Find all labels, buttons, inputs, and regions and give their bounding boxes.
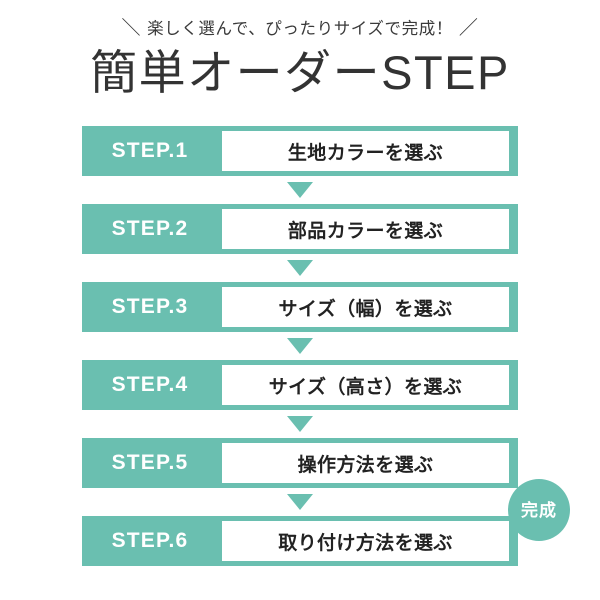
step-text-panel: 取り付け方法を選ぶ xyxy=(222,521,509,561)
header: ＼ 楽しく選んで、ぴったりサイズで完成！ ／ 簡単オーダーSTEP xyxy=(0,18,600,100)
step-row[interactable]: STEP.2 部品カラーを選ぶ xyxy=(82,204,518,254)
step-block-4: STEP.4 サイズ（高さ）を選ぶ xyxy=(82,360,518,410)
step-number-label: STEP.3 xyxy=(111,295,189,318)
page-title: 簡単オーダーSTEP xyxy=(90,46,510,99)
step-list: STEP.1 生地カラーを選ぶ STEP.2 部品カラーを選ぶ ST xyxy=(82,126,570,566)
step-description: 部品カラーを選ぶ xyxy=(287,220,444,242)
connector-1-2 xyxy=(82,176,518,204)
step-description: 操作方法を選ぶ xyxy=(297,454,434,476)
step-number-label: STEP.1 xyxy=(111,139,189,162)
step-text-panel: サイズ（高さ）を選ぶ xyxy=(222,365,509,405)
connector-5-6 xyxy=(82,488,518,516)
step-description: サイズ（幅）を選ぶ xyxy=(278,298,453,320)
slash-left-decoration: ＼ xyxy=(121,17,142,39)
step-text-panel: サイズ（幅）を選ぶ xyxy=(222,287,509,327)
step-row[interactable]: STEP.5 操作方法を選ぶ xyxy=(82,438,518,488)
step-block-5: STEP.5 操作方法を選ぶ xyxy=(82,438,518,488)
arrow-down-icon xyxy=(287,416,313,432)
step-text-panel: 操作方法を選ぶ xyxy=(222,443,509,483)
arrow-down-icon xyxy=(287,338,313,354)
complete-badge: 完成 xyxy=(508,479,570,541)
step-block-6: 完成 STEP.6 取り付け方法を選ぶ xyxy=(82,479,570,566)
step-row[interactable]: STEP.3 サイズ（幅）を選ぶ xyxy=(82,282,518,332)
tagline: ＼ 楽しく選んで、ぴったりサイズで完成！ ／ xyxy=(0,18,600,40)
step-block-2: STEP.2 部品カラーを選ぶ xyxy=(82,204,518,254)
step-block-1: STEP.1 生地カラーを選ぶ xyxy=(82,126,518,176)
slash-right-decoration: ／ xyxy=(458,17,479,39)
step-number-label: STEP.2 xyxy=(111,217,189,240)
step-row[interactable]: STEP.6 取り付け方法を選ぶ xyxy=(82,516,518,566)
step-block-3: STEP.3 サイズ（幅）を選ぶ xyxy=(82,282,518,332)
step-description: サイズ（高さ）を選ぶ xyxy=(268,376,463,398)
step-number-label: STEP.5 xyxy=(111,451,189,474)
connector-3-4 xyxy=(82,332,518,360)
arrow-down-icon xyxy=(287,182,313,198)
connector-4-5 xyxy=(82,410,518,438)
step-text-panel: 部品カラーを選ぶ xyxy=(222,209,509,249)
arrow-down-icon xyxy=(287,260,313,276)
step-row[interactable]: STEP.1 生地カラーを選ぶ xyxy=(82,126,518,176)
step-description: 取り付け方法を選ぶ xyxy=(278,532,453,554)
tagline-text: 楽しく選んで、ぴったりサイズで完成！ xyxy=(147,19,453,38)
step-text-panel: 生地カラーを選ぶ xyxy=(222,131,509,171)
step-row[interactable]: STEP.4 サイズ（高さ）を選ぶ xyxy=(82,360,518,410)
complete-badge-label: 完成 xyxy=(521,500,557,520)
step-description: 生地カラーを選ぶ xyxy=(287,142,444,164)
step-number-label: STEP.4 xyxy=(111,373,189,396)
arrow-down-icon xyxy=(287,494,313,510)
step-number-label: STEP.6 xyxy=(111,529,189,552)
connector-2-3 xyxy=(82,254,518,282)
